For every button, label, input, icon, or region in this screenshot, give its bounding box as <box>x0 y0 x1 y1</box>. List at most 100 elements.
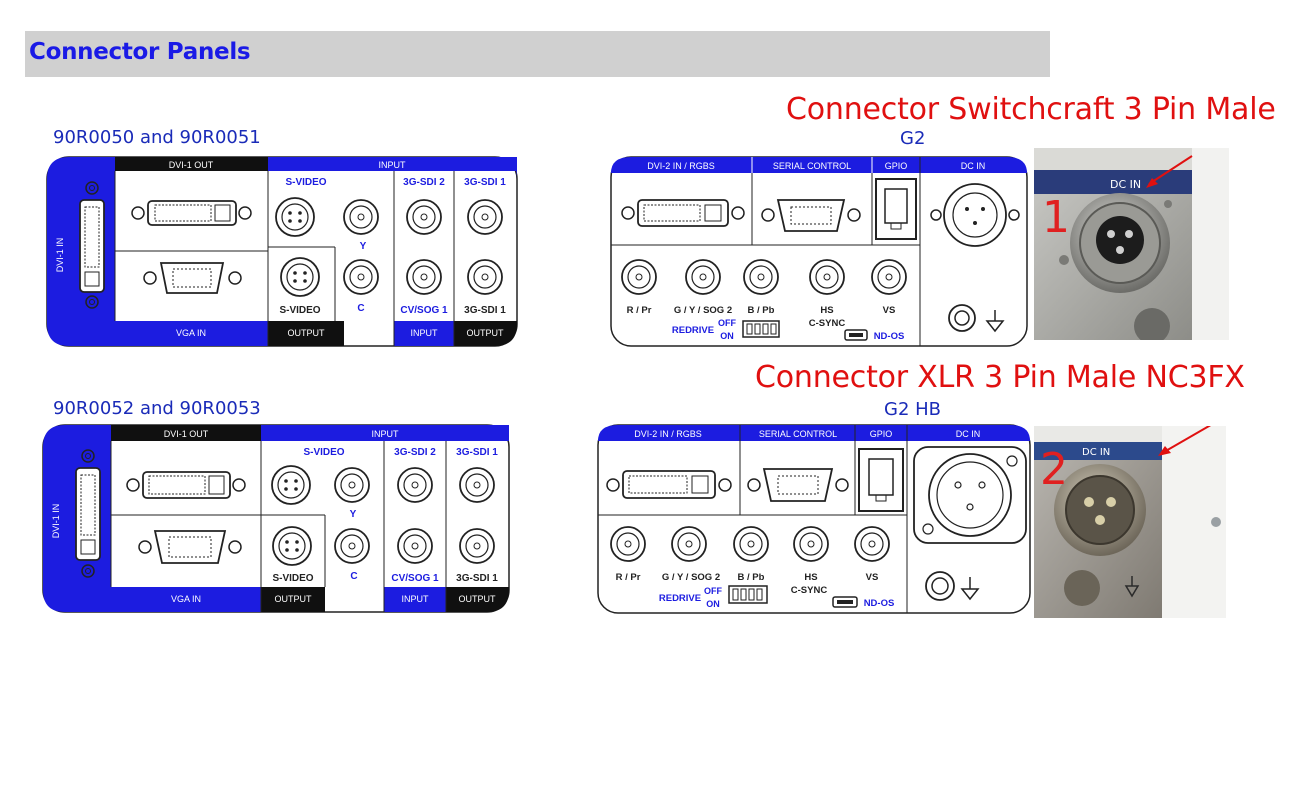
usb-mini-port-icon <box>844 329 868 341</box>
label-serial-control: SERIAL CONTROL <box>759 429 837 439</box>
bnc-c-connector-icon <box>343 259 379 295</box>
connector-panel-90r0052: DVI-1 OUT INPUT VGA IN OUTPUT INPUT OUTP… <box>42 424 510 613</box>
label-sdi2: 3G-SDI 2 <box>403 177 445 188</box>
dvi-out-connector-icon <box>126 471 246 499</box>
dvi2-connector-icon <box>621 199 745 227</box>
bnc-sdi2-connector-icon <box>406 199 442 235</box>
label-bpb: B / Pb <box>738 572 765 583</box>
bnc-rpr-connector-icon <box>610 526 646 562</box>
panel-caption-g2hb: G2 HB <box>884 399 942 420</box>
bnc-hs-connector-icon <box>793 526 829 562</box>
label-rpr: R / Pr <box>627 305 652 316</box>
connector-panel-90r0050: DVI-1 OUT INPUT VGA IN OUTPUT INPUT OUTP… <box>46 156 518 347</box>
dc-in-photo-xlr: DC IN 2 <box>1034 426 1226 618</box>
bnc-vs-connector-icon <box>854 526 890 562</box>
label-dvi-in: DVI-1 IN <box>51 504 61 539</box>
label-output-1: OUTPUT <box>288 328 326 338</box>
label-input-2: INPUT <box>402 594 430 604</box>
label-on: ON <box>706 599 720 609</box>
label-input-2: INPUT <box>411 328 439 338</box>
label-off: OFF <box>704 586 722 596</box>
label-dvi-out: DVI-1 OUT <box>169 160 214 170</box>
bnc-cvsog-connector-icon <box>406 259 442 295</box>
bnc-rpr-connector-icon <box>621 259 657 295</box>
svideo-in-connector-icon <box>275 197 315 237</box>
label-svideo-bottom: S-VIDEO <box>279 305 320 316</box>
gpio-rj-connector-icon <box>875 178 917 240</box>
label-off: OFF <box>718 318 736 328</box>
label-rpr: R / Pr <box>616 572 641 583</box>
label-svideo-top: S-VIDEO <box>285 177 326 188</box>
label-dc-in: DC IN <box>961 161 986 171</box>
label-vs: VS <box>866 572 879 583</box>
svideo-in-connector-icon <box>271 465 311 505</box>
label-vga-in: VGA IN <box>171 594 201 604</box>
bnc-bpb-connector-icon <box>743 259 779 295</box>
bnc-c-connector-icon <box>334 528 370 564</box>
dc-in-photo-switchcraft: DC IN 1 <box>1034 148 1229 340</box>
label-on: ON <box>720 331 734 341</box>
bnc-bpb-connector-icon <box>733 526 769 562</box>
label-dvi-in: DVI-1 IN <box>55 238 65 273</box>
connector-panel-g2: DVI-2 IN / RGBS SERIAL CONTROL GPIO DC I… <box>610 156 1028 347</box>
svideo-out-connector-icon <box>280 257 320 297</box>
usb-mini-port-icon <box>832 596 858 608</box>
dc-in-xlr-connector-icon <box>913 446 1027 544</box>
label-svideo-top: S-VIDEO <box>303 447 344 458</box>
photo1-number: 1 <box>1042 192 1070 243</box>
label-input: INPUT <box>379 160 407 170</box>
panel-caption-g2: G2 <box>900 128 926 149</box>
label-svideo-bottom: S-VIDEO <box>272 573 313 584</box>
section-title-bar: Connector Panels <box>25 31 1050 77</box>
panel-caption-90r0052: 90R0052 and 90R0053 <box>53 398 261 419</box>
label-sdi2: 3G-SDI 2 <box>394 447 436 458</box>
bnc-sdi1-in-connector-icon <box>467 199 503 235</box>
serial-db9-connector-icon <box>747 468 849 502</box>
label-gysog: G / Y / SOG 2 <box>674 305 732 316</box>
label-output-2: OUTPUT <box>459 594 497 604</box>
label-output-1: OUTPUT <box>275 594 313 604</box>
label-dvi2-rgbs: DVI-2 IN / RGBS <box>647 161 715 171</box>
bnc-y-connector-icon <box>334 467 370 503</box>
vga-in-connector-icon <box>143 262 242 294</box>
bnc-sdi1-out-connector-icon <box>467 259 503 295</box>
label-vs: VS <box>883 305 896 316</box>
label-y: Y <box>360 241 367 252</box>
photo1-dc-in-label: DC IN <box>1110 178 1141 191</box>
section-title: Connector Panels <box>29 39 251 65</box>
label-y: Y <box>350 509 357 520</box>
label-ndos: ND-OS <box>874 331 905 342</box>
bnc-cvsog-connector-icon <box>397 528 433 564</box>
label-dvi-out: DVI-1 OUT <box>164 429 209 439</box>
bnc-gysog-connector-icon <box>685 259 721 295</box>
dvi-in-connector-icon <box>75 449 101 578</box>
vga-in-connector-icon <box>138 530 242 564</box>
label-c: C <box>350 571 357 582</box>
label-sdi1-bottom: 3G-SDI 1 <box>464 305 506 316</box>
bnc-y-connector-icon <box>343 199 379 235</box>
label-cvsog: CV/SOG 1 <box>391 573 439 584</box>
svideo-out-connector-icon <box>272 526 312 566</box>
dvi-out-connector-icon <box>131 200 252 226</box>
label-output-2: OUTPUT <box>467 328 505 338</box>
label-hs: HS <box>820 305 833 316</box>
label-dvi2-rgbs: DVI-2 IN / RGBS <box>634 429 702 439</box>
label-redrive: REDRIVE <box>659 593 701 604</box>
bnc-sdi1-in-connector-icon <box>459 467 495 503</box>
label-bpb: B / Pb <box>748 305 775 316</box>
label-csync: C-SYNC <box>791 585 828 596</box>
label-ndos: ND-OS <box>864 598 895 609</box>
label-vga-in: VGA IN <box>176 328 206 338</box>
dip-switch-icon[interactable] <box>742 320 780 338</box>
connector-note-xlr: Connector XLR 3 Pin Male NC3FX <box>755 360 1245 395</box>
dvi2-connector-icon <box>606 470 732 499</box>
panel-caption-90r0050: 90R0050 and 90R0051 <box>53 127 261 148</box>
connector-note-switchcraft: Connector Switchcraft 3 Pin Male <box>786 92 1276 127</box>
label-redrive: REDRIVE <box>672 325 714 336</box>
bnc-sdi1-out-connector-icon <box>459 528 495 564</box>
label-input: INPUT <box>372 429 400 439</box>
gpio-rj-connector-icon <box>858 448 904 512</box>
label-gysog: G / Y / SOG 2 <box>662 572 720 583</box>
dip-switch-icon[interactable] <box>728 585 768 604</box>
label-sdi1-top: 3G-SDI 1 <box>456 447 498 458</box>
